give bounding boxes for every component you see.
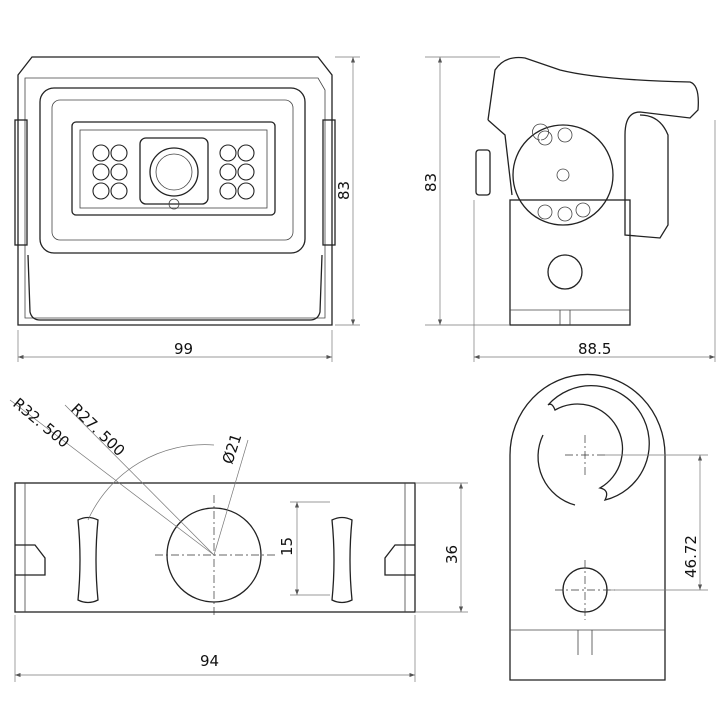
bracket-height-label: 36 xyxy=(443,545,461,564)
ir-leds-left xyxy=(92,144,128,200)
side-height-label: 83 xyxy=(422,173,440,192)
front-view: 83 99 xyxy=(14,56,360,362)
ir-leds-right xyxy=(219,144,255,200)
hole-distance-label: 46.72 xyxy=(682,535,700,578)
slot-spacing-label: 15 xyxy=(278,537,296,556)
bracket-side-view: 46.72 xyxy=(509,373,708,681)
side-depth-label: 88.5 xyxy=(578,340,611,358)
radius-inner-label: R27. 500 xyxy=(67,400,128,460)
bracket-width-label: 94 xyxy=(200,652,219,670)
side-view: 83 88.5 xyxy=(422,56,716,362)
front-height-label: 83 xyxy=(335,181,353,200)
bracket-bottom-view: R32. 500 R27. 500 Ø21 15 36 94 xyxy=(9,394,468,682)
hole-diameter-label: Ø21 xyxy=(219,431,246,466)
front-width-label: 99 xyxy=(174,340,193,358)
radius-outer-label: R32. 500 xyxy=(9,394,72,451)
